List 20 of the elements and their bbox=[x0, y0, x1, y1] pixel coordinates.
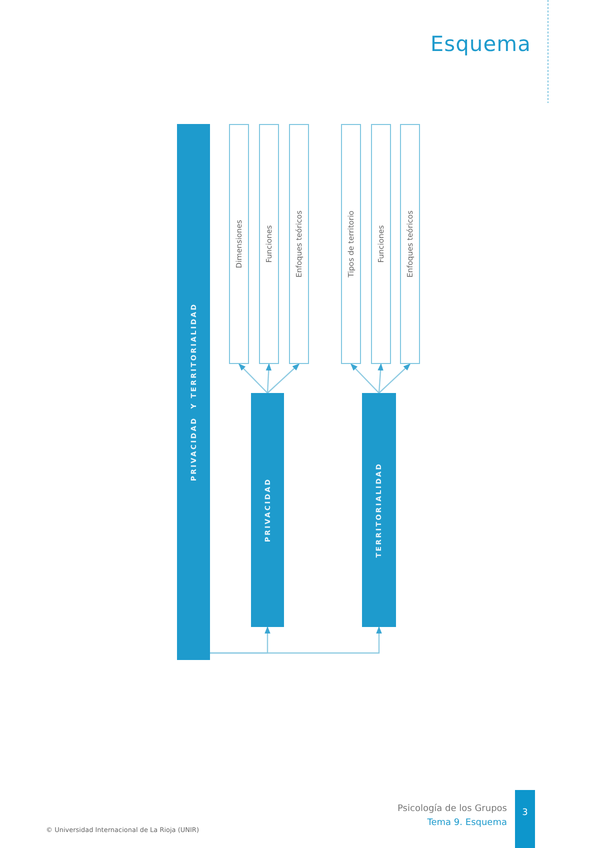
section-title: Tema 9. Esquema bbox=[427, 818, 507, 828]
arrow bbox=[210, 626, 382, 654]
arrow bbox=[378, 364, 411, 394]
arrow bbox=[378, 363, 384, 394]
subtopic-box bbox=[259, 124, 279, 364]
course-title: Psicología de los Grupos bbox=[398, 804, 507, 814]
subtopic-box bbox=[229, 124, 249, 364]
subtopic-box bbox=[400, 124, 420, 364]
arrow bbox=[350, 363, 380, 394]
subtopic-box bbox=[289, 124, 309, 364]
topic-box bbox=[251, 393, 284, 627]
arrow bbox=[266, 363, 272, 394]
page-number: 3 bbox=[515, 790, 535, 848]
page-title: Esquema bbox=[430, 32, 531, 56]
topic-box bbox=[362, 393, 396, 627]
arrow bbox=[238, 363, 268, 394]
arrow bbox=[267, 364, 300, 394]
subtopic-box bbox=[341, 124, 361, 364]
main-topic-bar bbox=[177, 124, 210, 660]
subtopic-box bbox=[371, 124, 391, 364]
